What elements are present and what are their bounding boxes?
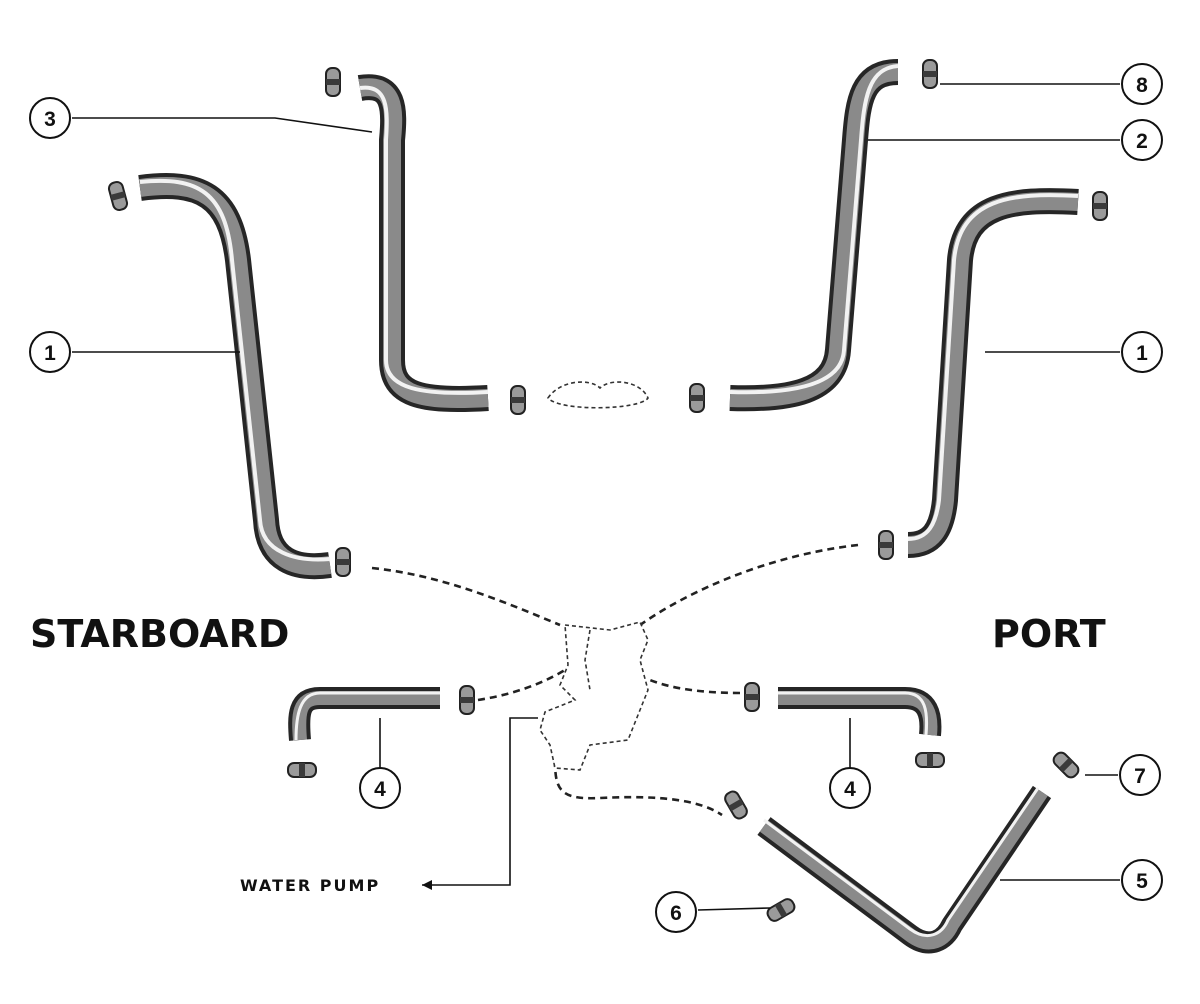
svg-text:7: 7 [1134, 765, 1146, 788]
callout-4-starboard: 4 [359, 767, 401, 809]
clamp-8 [922, 59, 938, 89]
clamp-3-top [325, 67, 341, 97]
callout-1-port: 1 [1121, 331, 1163, 373]
intake-fitting-outline [546, 381, 649, 409]
callout-6: 6 [655, 891, 697, 933]
hose-4-starboard [288, 687, 440, 741]
hose-5-lower [757, 785, 1052, 954]
callout-7: 7 [1119, 754, 1161, 796]
hose-4-port [778, 687, 942, 737]
svg-text:3: 3 [44, 108, 56, 131]
clamp-port-center [689, 383, 705, 413]
clamp-4-port-top [744, 682, 760, 712]
callout-8: 8 [1121, 63, 1163, 105]
leader-lines [72, 83, 1120, 911]
clamp-starboard-center [510, 385, 526, 415]
clamp-7 [1050, 749, 1082, 781]
svg-text:6: 6 [670, 902, 682, 925]
clamp-1-starboard-top [106, 179, 130, 213]
hose-3-starboard-upper [357, 74, 489, 413]
clamp-1-port-top [1092, 191, 1108, 221]
clamp-5-pump-end [721, 788, 751, 822]
svg-text:2: 2 [1136, 130, 1148, 153]
svg-text:5: 5 [1136, 870, 1148, 893]
callout-3: 3 [29, 97, 71, 139]
callout-2: 2 [1121, 119, 1163, 161]
water-pump-outline [539, 621, 649, 771]
port-label: PORT [992, 612, 1106, 656]
hose-1-port [907, 188, 1079, 558]
clamp-4-port-bottom [915, 752, 945, 768]
starboard-label: STARBOARD [30, 612, 289, 656]
svg-text:1: 1 [1136, 342, 1148, 365]
svg-text:1: 1 [44, 342, 56, 365]
callout-4-port: 4 [829, 767, 871, 809]
clamp-6 [764, 895, 798, 925]
clamp-4-starboard-top [459, 685, 475, 715]
water-pump-label: WATER PUMP [240, 876, 380, 895]
clamp-1-port-bottom [878, 530, 894, 560]
hose-2-port-upper [729, 59, 899, 412]
clamp-1-starboard-bottom [335, 547, 351, 577]
svg-text:8: 8 [1136, 74, 1148, 97]
svg-text:4: 4 [844, 778, 856, 801]
hose-1-starboard [138, 173, 332, 580]
callout-5: 5 [1121, 859, 1163, 901]
svg-text:4: 4 [374, 778, 386, 801]
connection-lines [371, 543, 859, 817]
callout-1-starboard: 1 [29, 331, 71, 373]
clamp-4-starboard-bottom [287, 762, 317, 778]
